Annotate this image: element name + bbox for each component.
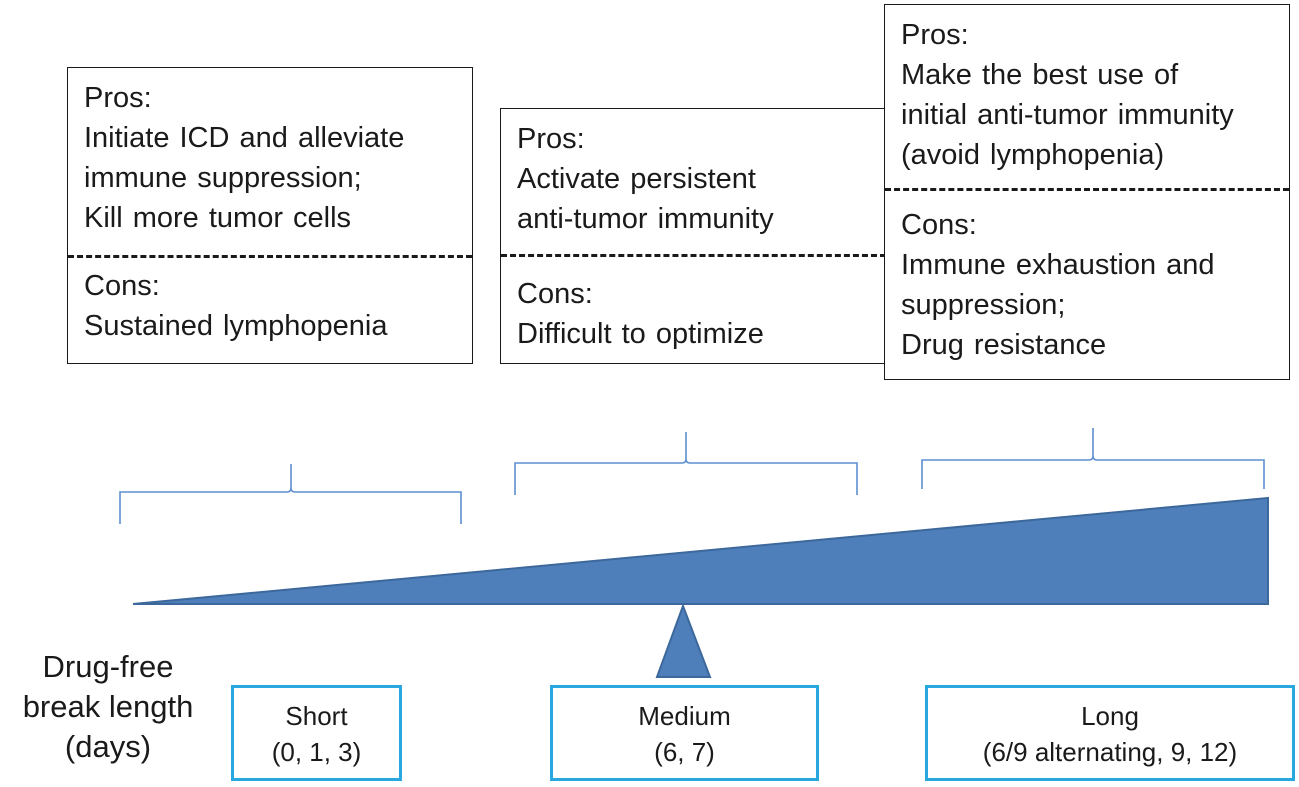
medium-procon-box: Pros: Activate persistent anti-tumor imm… xyxy=(500,108,887,364)
pros-text: immune suppression; xyxy=(84,162,362,194)
short-bracket xyxy=(119,464,462,524)
pros-heading: Pros: xyxy=(901,19,969,51)
pros-text: Initiate ICD and alleviate xyxy=(84,122,405,154)
pros-text: initial anti-tumor immunity xyxy=(901,99,1234,131)
pros-text: anti-tumor immunity xyxy=(517,203,774,235)
length-values: (0, 1, 3) xyxy=(271,737,362,767)
length-label: Long xyxy=(1081,701,1139,731)
axis-title: Drug-free break length (days) xyxy=(0,647,216,767)
cons-section: Cons: Sustained lymphopenia xyxy=(84,266,387,346)
pros-text: (avoid lymphopenia) xyxy=(901,139,1165,171)
pros-text: Kill more tumor cells xyxy=(84,202,352,234)
long-bracket xyxy=(921,428,1265,489)
dashed-divider xyxy=(501,254,886,257)
cons-heading: Cons: xyxy=(517,278,593,310)
length-values: (6/9 alternating, 9, 12) xyxy=(982,737,1238,767)
cons-section: Cons: Difficult to optimize xyxy=(517,274,764,354)
short-length-box: Short (0, 1, 3) xyxy=(231,685,402,781)
break-length-wedge xyxy=(132,496,1269,605)
dashed-divider xyxy=(68,255,472,258)
cons-text: Drug resistance xyxy=(901,329,1107,361)
seesaw-fulcrum xyxy=(655,603,712,678)
cons-section: Cons: Immune exhaustion and suppression;… xyxy=(901,205,1215,365)
length-label: Short xyxy=(285,701,348,731)
long-length-box: Long (6/9 alternating, 9, 12) xyxy=(925,685,1295,781)
short-procon-box: Pros: Initiate ICD and alleviate immune … xyxy=(67,67,473,364)
axis-title-line: (days) xyxy=(64,729,152,764)
axis-title-line: Drug-free xyxy=(42,649,174,684)
length-label: Medium xyxy=(638,701,731,731)
pros-heading: Pros: xyxy=(517,123,585,155)
length-values: (6, 7) xyxy=(654,737,715,767)
medium-length-box: Medium (6, 7) xyxy=(550,685,819,781)
pros-text: Activate persistent xyxy=(517,163,756,195)
cons-text: suppression; xyxy=(901,289,1066,321)
axis-title-line: break length xyxy=(22,689,194,724)
cons-heading: Cons: xyxy=(84,270,160,302)
long-procon-box: Pros: Make the best use of initial anti-… xyxy=(884,4,1290,380)
pros-heading: Pros: xyxy=(84,82,152,114)
cons-text: Sustained lymphopenia xyxy=(84,310,388,342)
cons-text: Difficult to optimize xyxy=(517,318,764,350)
medium-bracket xyxy=(514,432,858,495)
cons-text: Immune exhaustion and xyxy=(901,249,1215,281)
dashed-divider xyxy=(885,188,1289,191)
pros-text: Make the best use of xyxy=(901,59,1179,91)
cons-heading: Cons: xyxy=(901,209,977,241)
